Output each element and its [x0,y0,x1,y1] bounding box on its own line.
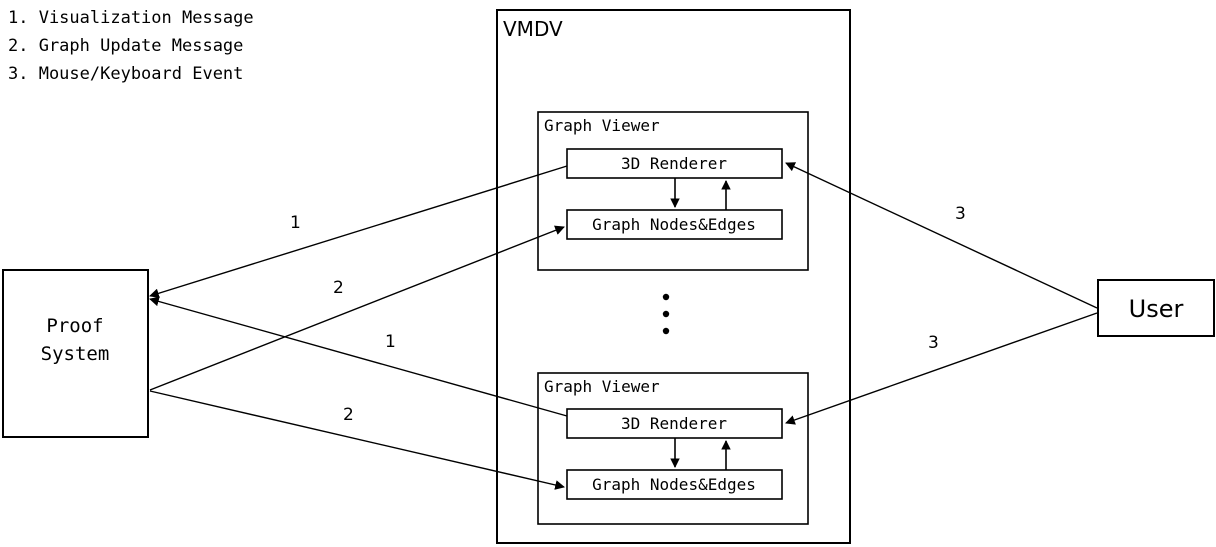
edge-user-to-viewer2 [785,312,1098,425]
proof-system-label-line1: Proof [46,315,103,337]
graph-viewer-2[interactable]: Graph Viewer 3D Renderer Graph Nodes&Edg… [537,372,809,525]
edge-label-viewer1-to-proof: 1 [290,213,301,233]
graph-viewer-2-box [537,372,809,525]
legend-item-2: 2. Graph Update Message [8,36,243,56]
edge-user-to-viewer1 [785,162,1098,309]
graph-viewer-1-title: Graph Viewer [544,116,660,135]
edge-viewer2-to-proof [149,296,568,417]
graph-nodes-2-label: Graph Nodes&Edges [592,475,756,494]
ellipsis-dot-1 [662,293,670,301]
vmdv-box [496,9,851,544]
proof-system-label-line2: System [41,343,110,365]
renderer-2-label: 3D Renderer [621,414,727,433]
ellipsis-dot-2 [662,310,670,318]
legend-item-3: 3. Mouse/Keyboard Event [8,64,243,84]
viewer-ellipsis [662,293,670,335]
graph-nodes-2-box[interactable] [566,469,783,500]
edge-label-user-to-viewer1: 3 [955,204,966,224]
graph-viewer-2-title: Graph Viewer [544,377,660,396]
edge-label-proof-to-viewer2: 2 [343,405,354,425]
vmdv-label: VMDV [503,17,563,41]
user-box [1097,279,1215,337]
legend: 1. Visualization Message 2. Graph Update… [8,8,254,84]
edge-label-viewer2-to-proof: 1 [385,332,396,352]
edge-label-proof-to-viewer1: 2 [333,278,344,298]
proof-system-box [2,269,149,438]
user-node[interactable]: User [1097,279,1215,337]
graph-viewer-1[interactable]: Graph Viewer 3D Renderer Graph Nodes&Edg… [537,111,809,271]
edge-label-user-to-viewer2: 3 [928,333,939,353]
proof-system-node[interactable]: Proof System [2,269,149,438]
edge-proof-to-viewer1 [149,225,565,391]
edge-viewer1-to-proof [149,165,568,299]
graph-nodes-1-label: Graph Nodes&Edges [592,215,756,234]
edge-proof-to-viewer2 [149,390,565,490]
graph-viewer-1-box [537,111,809,271]
ellipsis-dot-3 [662,327,670,335]
vmdv-container: VMDV [496,9,851,544]
user-label: User [1129,295,1184,323]
renderer-1-label: 3D Renderer [621,154,727,173]
graph-nodes-1-box[interactable] [566,209,783,240]
legend-item-1: 1. Visualization Message [8,8,254,28]
